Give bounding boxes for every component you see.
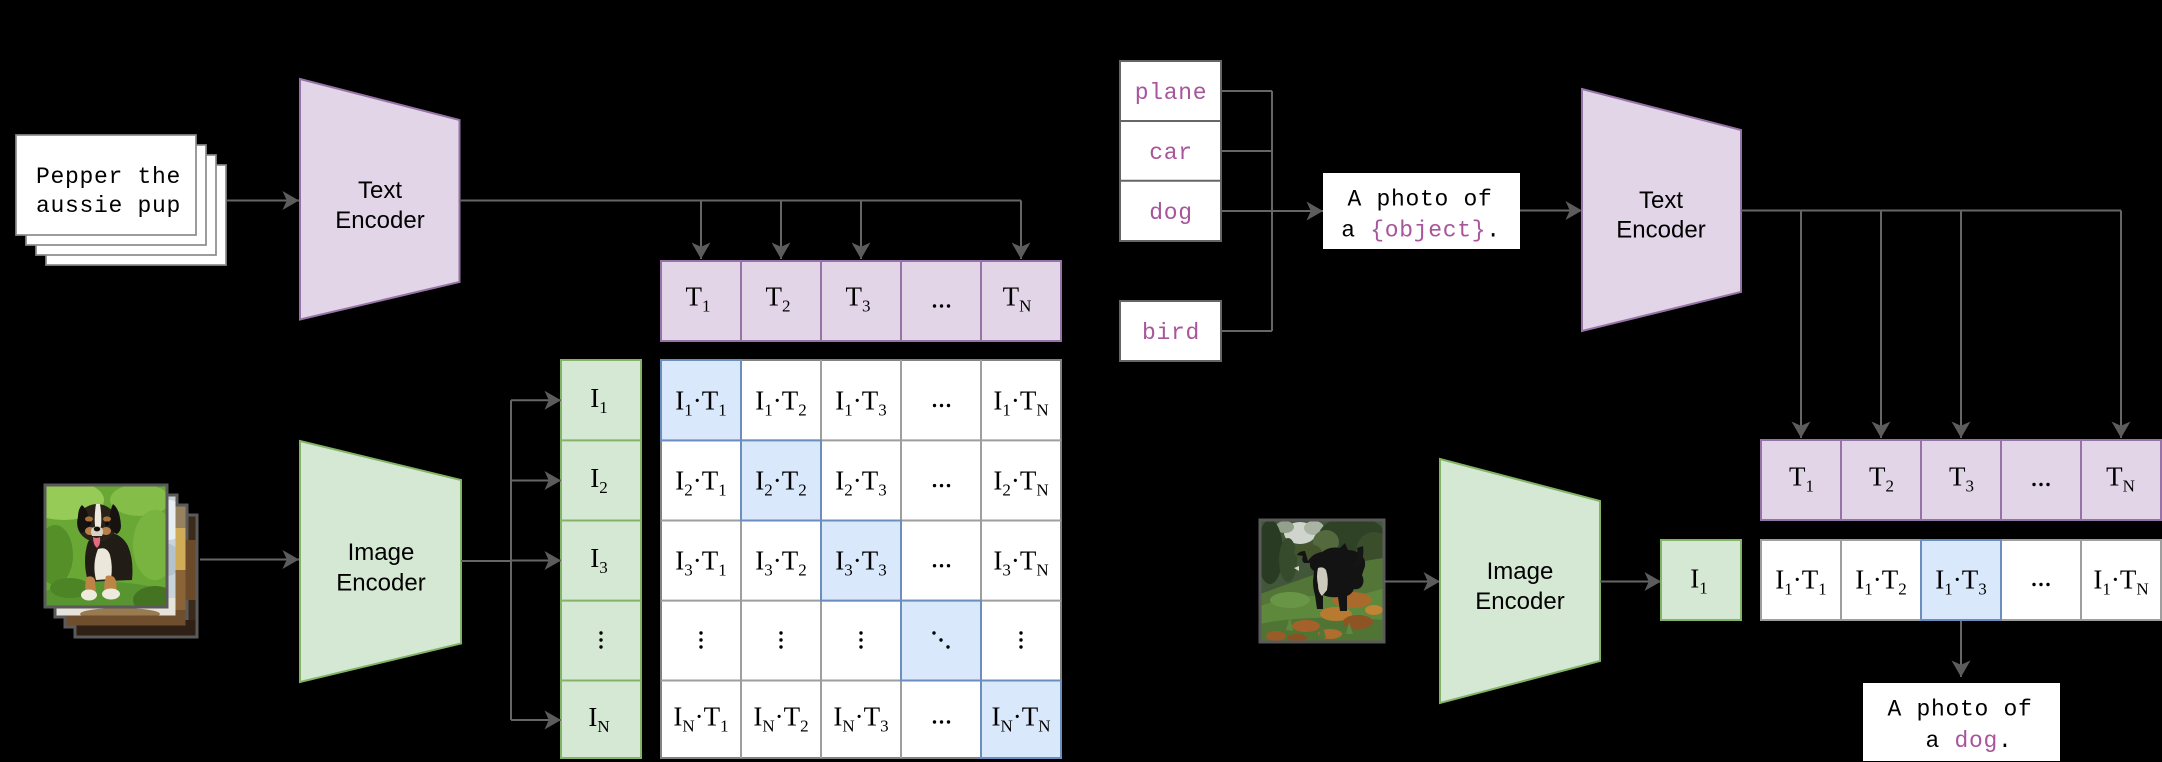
svg-text:I1·T3: I1·T3: [1935, 565, 1987, 599]
svg-text:Text: Text: [358, 177, 402, 204]
svg-text:I3·T3: I3·T3: [835, 546, 887, 580]
svg-text:Encoder: Encoder: [1616, 217, 1705, 244]
svg-text:T1: T1: [686, 282, 711, 316]
svg-text:I1·T2: I1·T2: [1855, 565, 1907, 599]
svg-text:a dog.: a dog.: [1925, 728, 2012, 754]
svg-text:Text: Text: [1639, 187, 1683, 214]
svg-text:Image: Image: [1487, 558, 1554, 585]
svg-text:I1·T1: I1·T1: [675, 385, 727, 419]
svg-text:bird: bird: [1142, 320, 1200, 346]
svg-text:Image: Image: [348, 539, 415, 566]
svg-text:Pepper the: Pepper the: [36, 164, 181, 190]
svg-text:Encoder: Encoder: [336, 569, 425, 596]
svg-text:I3·T1: I3·T1: [675, 546, 727, 580]
svg-text:I1·T1: I1·T1: [1775, 565, 1827, 599]
svg-text:I2·T3: I2·T3: [835, 466, 887, 500]
svg-text:I2·T2: I2·T2: [755, 466, 807, 500]
svg-text:car: car: [1149, 140, 1193, 166]
svg-text:A photo of: A photo of: [1887, 697, 2032, 723]
svg-text:I1·T3: I1·T3: [835, 385, 887, 419]
svg-text:I2·TN: I2·TN: [993, 466, 1048, 500]
svg-text:I2·T1: I2·T1: [675, 466, 727, 500]
svg-text:A photo of: A photo of: [1347, 187, 1492, 213]
svg-text:TN: TN: [1003, 282, 1032, 316]
svg-text:aussie pup: aussie pup: [36, 193, 181, 219]
svg-text:Encoder: Encoder: [1475, 588, 1564, 615]
svg-text:plane: plane: [1135, 80, 1208, 106]
svg-text:a {object}.: a {object}.: [1341, 218, 1501, 244]
svg-text:I3·T2: I3·T2: [755, 546, 807, 580]
svg-text:Encoder: Encoder: [335, 207, 424, 234]
svg-text:dog: dog: [1149, 200, 1193, 226]
svg-text:I1·T2: I1·T2: [755, 385, 807, 419]
